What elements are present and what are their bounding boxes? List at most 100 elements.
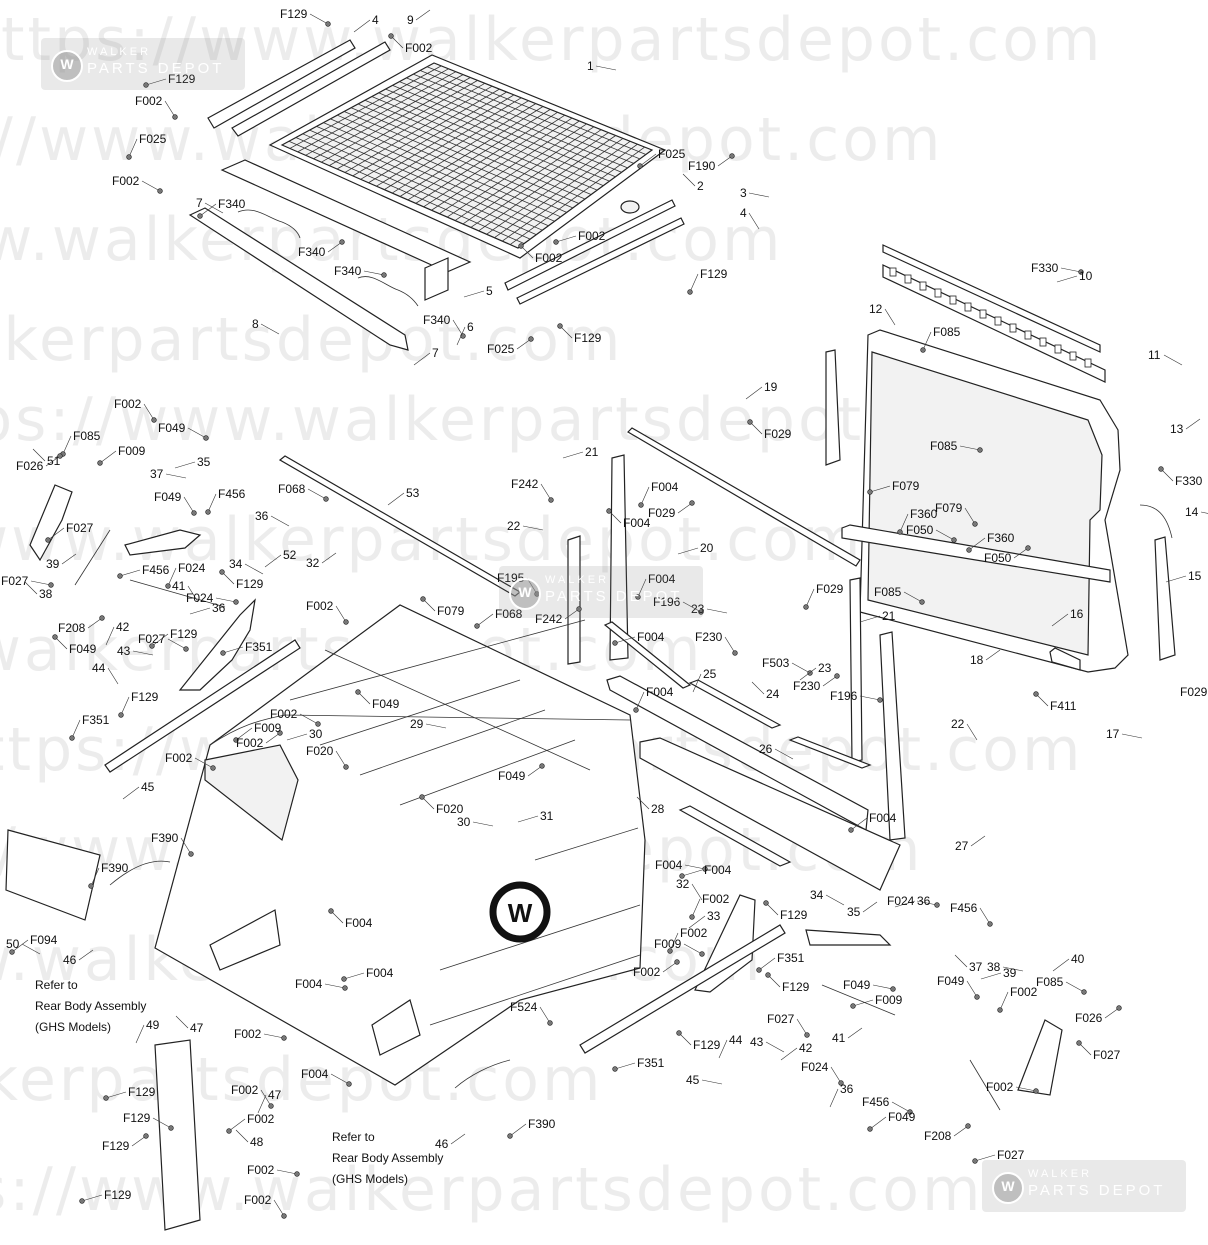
callout-label: F129 bbox=[102, 1139, 130, 1153]
leader-line bbox=[309, 13, 329, 25]
callout-label: F351 bbox=[245, 640, 273, 654]
callout-label: 33 bbox=[707, 909, 721, 923]
mesh-line bbox=[454, 126, 595, 221]
note-rear-body-left-line3: (GHS Models) bbox=[35, 1020, 111, 1034]
body-rib bbox=[399, 739, 576, 806]
mesh-line bbox=[415, 111, 558, 204]
strip-slot bbox=[994, 316, 1002, 326]
callout-label: F129 bbox=[131, 690, 159, 704]
callout-label: F085 bbox=[73, 429, 101, 443]
callout-label: F002 bbox=[244, 1193, 272, 1207]
leader-line bbox=[107, 667, 119, 685]
leader-line bbox=[884, 308, 896, 326]
leader-line bbox=[187, 585, 199, 603]
cover-50 bbox=[5, 829, 101, 921]
fastener-icon bbox=[342, 985, 348, 991]
fastener-icon bbox=[732, 650, 738, 656]
plate-52 bbox=[178, 598, 256, 691]
leader-line bbox=[71, 719, 81, 739]
leader-line bbox=[11, 939, 29, 953]
leader-line bbox=[614, 636, 636, 644]
fastener-icon bbox=[679, 873, 685, 879]
leader-line bbox=[966, 980, 978, 998]
leader-line bbox=[639, 153, 657, 167]
callout-label: F002 bbox=[165, 751, 193, 765]
leader-line bbox=[829, 1088, 839, 1108]
fastener-icon bbox=[507, 1133, 513, 1139]
callout-label: F456 bbox=[142, 563, 170, 577]
leader-line bbox=[286, 733, 308, 741]
strip-slot bbox=[934, 288, 942, 298]
mesh-line bbox=[329, 80, 478, 166]
leader-line bbox=[128, 138, 138, 158]
leader-line bbox=[608, 510, 622, 524]
leader-line bbox=[999, 991, 1009, 1011]
leader-line bbox=[595, 65, 617, 71]
leader-line bbox=[635, 691, 645, 711]
fastener-icon bbox=[804, 1032, 810, 1038]
callout-label: 3 bbox=[740, 186, 747, 200]
callout-label: F050 bbox=[906, 523, 934, 537]
leader-line bbox=[81, 1194, 103, 1202]
callout-label: F002 bbox=[1010, 985, 1038, 999]
link-35-right bbox=[805, 929, 892, 946]
callout-label: 16 bbox=[1070, 607, 1084, 621]
callout-label: F456 bbox=[218, 487, 246, 501]
leader-line bbox=[669, 932, 679, 952]
callout-label: 22 bbox=[507, 519, 521, 533]
leader-line bbox=[966, 723, 978, 741]
leader-line bbox=[765, 1041, 785, 1053]
callout-label: F242 bbox=[511, 477, 539, 491]
leader-line bbox=[330, 1073, 350, 1085]
leader-line bbox=[872, 984, 894, 990]
leader-line bbox=[187, 427, 207, 439]
fastener-icon bbox=[1081, 989, 1087, 995]
callout-label: F049 bbox=[498, 769, 526, 783]
bracket-51 bbox=[29, 484, 73, 562]
callout-label: F085 bbox=[1036, 975, 1064, 989]
fastener-icon bbox=[729, 153, 735, 159]
leader-line bbox=[257, 1094, 267, 1114]
leader-line bbox=[99, 450, 117, 464]
callout-label: F208 bbox=[58, 621, 86, 635]
leader-line bbox=[235, 727, 253, 741]
callout-label: 23 bbox=[691, 602, 705, 616]
leader-line bbox=[165, 473, 187, 479]
callout-label: F024 bbox=[186, 591, 214, 605]
fastener-icon bbox=[867, 1126, 873, 1132]
fastener-icon bbox=[388, 33, 394, 39]
bar-23b bbox=[788, 736, 872, 769]
callout-label: F020 bbox=[436, 802, 464, 816]
callout-label: F024 bbox=[887, 894, 915, 908]
fastener-icon bbox=[220, 650, 226, 656]
fastener-icon bbox=[118, 712, 124, 718]
callout-label: 37 bbox=[150, 467, 164, 481]
leader-line bbox=[183, 496, 195, 514]
fastener-icon bbox=[226, 1128, 232, 1134]
panel-16 bbox=[841, 524, 1111, 583]
fastener-icon bbox=[219, 569, 225, 575]
fastener-icon bbox=[1076, 1040, 1082, 1046]
leader-line bbox=[353, 19, 371, 33]
leader-line bbox=[363, 270, 385, 276]
fastener-icon bbox=[920, 347, 926, 353]
strip-slot bbox=[1084, 358, 1092, 368]
callout-label: F027 bbox=[138, 632, 166, 646]
callout-label: 40 bbox=[1071, 952, 1085, 966]
fastener-icon bbox=[951, 537, 957, 543]
callout-label: F085 bbox=[874, 585, 902, 599]
leader-line bbox=[745, 386, 763, 400]
leader-line bbox=[456, 326, 466, 346]
callout-label: F049 bbox=[937, 974, 965, 988]
leader-line bbox=[32, 448, 46, 462]
fastener-icon bbox=[687, 289, 693, 295]
badge-logo-icon: W bbox=[51, 50, 83, 82]
callout-label: F009 bbox=[875, 993, 903, 1007]
fastener-icon bbox=[341, 976, 347, 982]
bar-45-right bbox=[579, 924, 786, 1054]
channel-48 bbox=[154, 1039, 201, 1231]
callout-label: 22 bbox=[951, 717, 965, 731]
callout-label: F230 bbox=[695, 630, 723, 644]
mesh-line bbox=[368, 94, 515, 184]
fastener-icon bbox=[638, 502, 644, 508]
